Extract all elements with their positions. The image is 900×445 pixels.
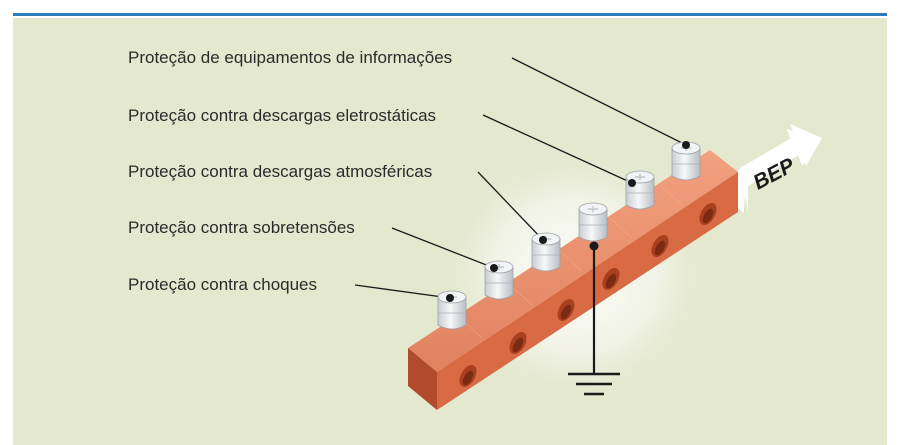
terminal-screws [437, 141, 701, 330]
terminal-electrostatic [625, 170, 655, 210]
label-lightning-protection: Proteção contra descargas atmosféricas [128, 162, 433, 181]
label-overvoltage-protection: Proteção contra sobretensões [128, 218, 355, 237]
header-rule [0, 0, 900, 16]
ground-symbol [568, 246, 620, 396]
terminal-ground [578, 202, 608, 242]
connection-dots [446, 141, 690, 302]
leader-lines [354, 57, 687, 299]
bep-arrow: BEP [735, 124, 822, 215]
busbar [408, 150, 738, 410]
label-electrostatic-protection: Proteção contra descargas eletrostáticas [128, 106, 437, 125]
terminal-shock [437, 290, 467, 330]
terminal-overvoltage [484, 260, 514, 300]
label-equipment-protection: Proteção de equipamentos de informações [128, 48, 453, 67]
busbar-holes [459, 203, 717, 387]
label-shock-protection: Proteção contra choques [128, 275, 318, 294]
